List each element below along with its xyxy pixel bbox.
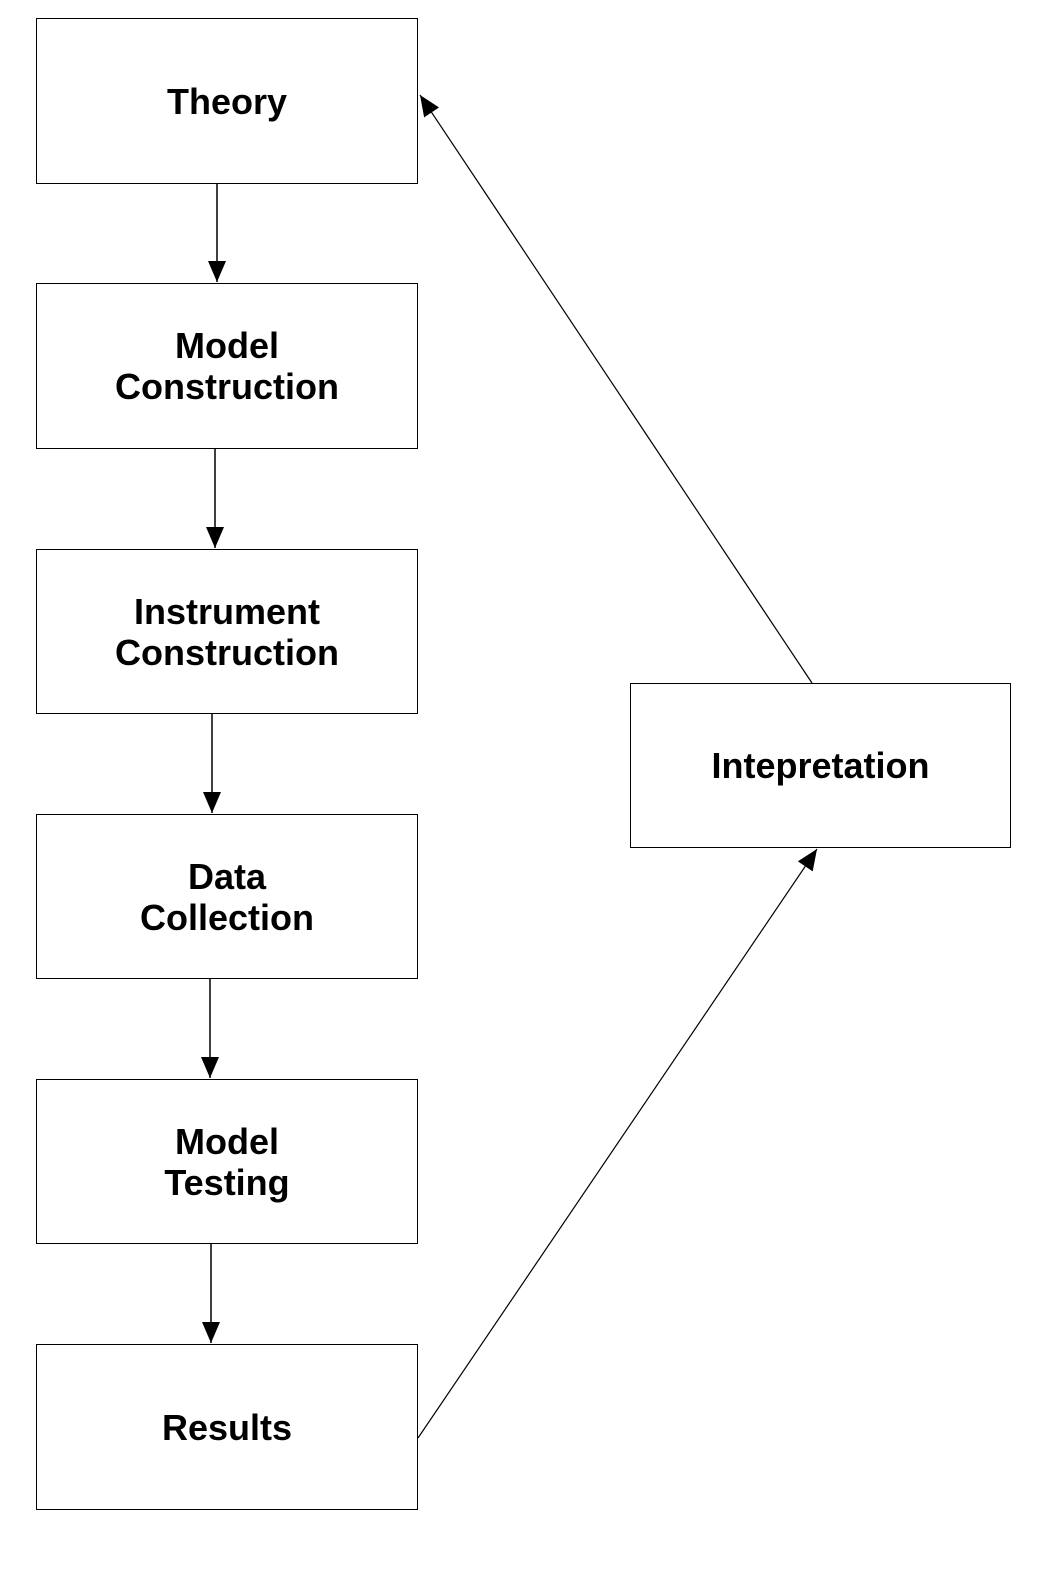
model-testing-box: Model Testing [36, 1079, 418, 1244]
instrument-construction-box: Instrument Construction [36, 549, 418, 714]
data-collection-box: Data Collection [36, 814, 418, 979]
model-testing-label: Model Testing [164, 1120, 290, 1203]
interpretation-label: Intepretation [711, 745, 930, 786]
theory-box: Theory [36, 18, 418, 184]
arrow-interpretation-to-theory [419, 94, 813, 684]
interpretation-box: Intepretation [630, 683, 1011, 848]
model-construction-box: Model Construction [36, 283, 418, 449]
results-label: Results [161, 1406, 293, 1448]
theory-label: Theory [166, 80, 288, 122]
data-collection-label: Data Collection [139, 855, 314, 938]
results-box: Results [36, 1344, 418, 1510]
model-construction-label: Model Construction [115, 325, 339, 407]
arrow-results-to-interpretation [417, 848, 818, 1439]
instrument-construction-label: Instrument Construction [115, 590, 339, 673]
